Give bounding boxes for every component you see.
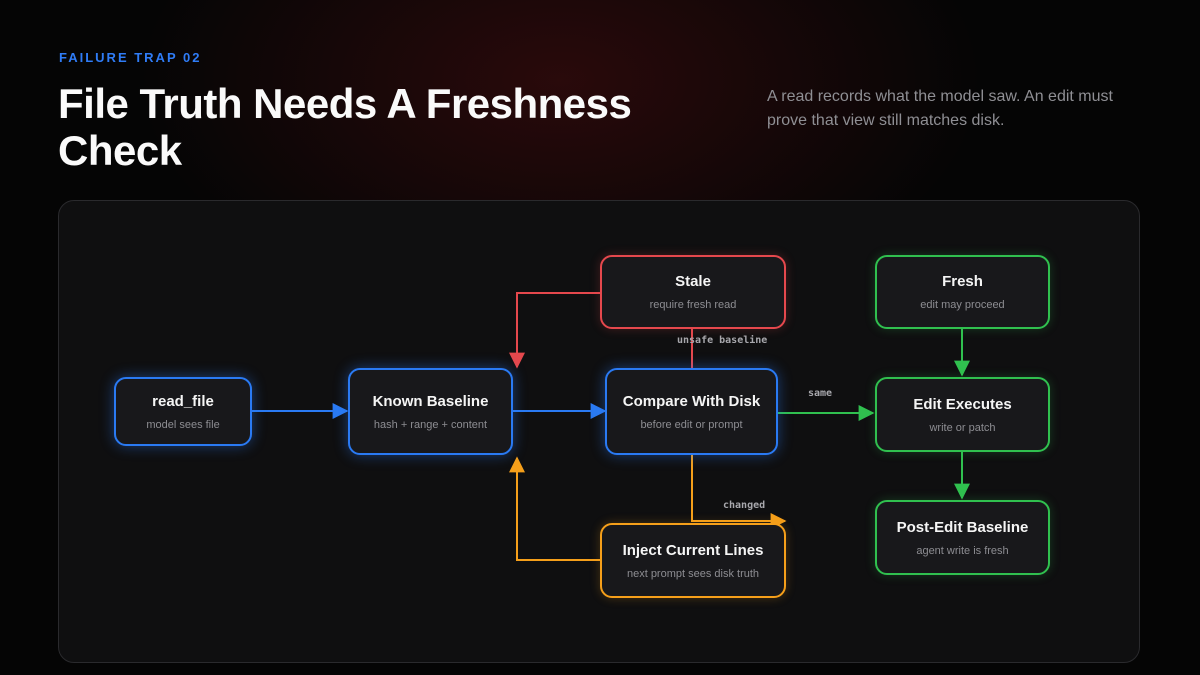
- node-read-file: read_file model sees file: [114, 377, 252, 446]
- node-subtitle: edit may proceed: [920, 299, 1005, 311]
- page-title: File Truth Needs A Freshness Check: [58, 80, 632, 174]
- node-subtitle: before edit or prompt: [640, 418, 743, 431]
- node-subtitle: agent write is fresh: [916, 544, 1009, 557]
- node-post-edit-baseline: Post-Edit Baseline agent write is fresh: [875, 500, 1050, 575]
- node-fresh: Fresh edit may proceed: [875, 255, 1050, 329]
- node-title: Edit Executes: [913, 395, 1012, 413]
- edge-label-same: same: [808, 388, 833, 399]
- edge-label-unsafe-baseline: unsafe baseline: [677, 335, 768, 346]
- node-compare-with-disk: Compare With Disk before edit or prompt: [605, 368, 778, 455]
- node-title: Post-Edit Baseline: [896, 518, 1029, 536]
- node-stale: Stale require fresh read: [600, 255, 786, 329]
- edge-label-changed: changed: [723, 500, 766, 511]
- page-subtitle: A read records what the model saw. An ed…: [767, 88, 1113, 129]
- node-title: Inject Current Lines: [622, 541, 764, 559]
- node-title: Fresh: [942, 273, 983, 290]
- node-inject-current-lines: Inject Current Lines next prompt sees di…: [600, 523, 786, 598]
- node-subtitle: require fresh read: [649, 299, 737, 311]
- node-title: Stale: [675, 273, 711, 290]
- node-subtitle: model sees file: [146, 418, 220, 431]
- eyebrow-label: FAILURE TRAP 02: [59, 50, 202, 65]
- node-edit-executes: Edit Executes write or patch: [875, 377, 1050, 452]
- node-title: read_file: [152, 392, 214, 410]
- node-subtitle: write or patch: [929, 421, 996, 434]
- node-subtitle: hash + range + content: [373, 418, 488, 431]
- node-subtitle: next prompt sees disk truth: [626, 567, 760, 580]
- node-title: Known Baseline: [372, 392, 489, 410]
- node-known-baseline: Known Baseline hash + range + content: [348, 368, 513, 455]
- node-title: Compare With Disk: [622, 392, 761, 410]
